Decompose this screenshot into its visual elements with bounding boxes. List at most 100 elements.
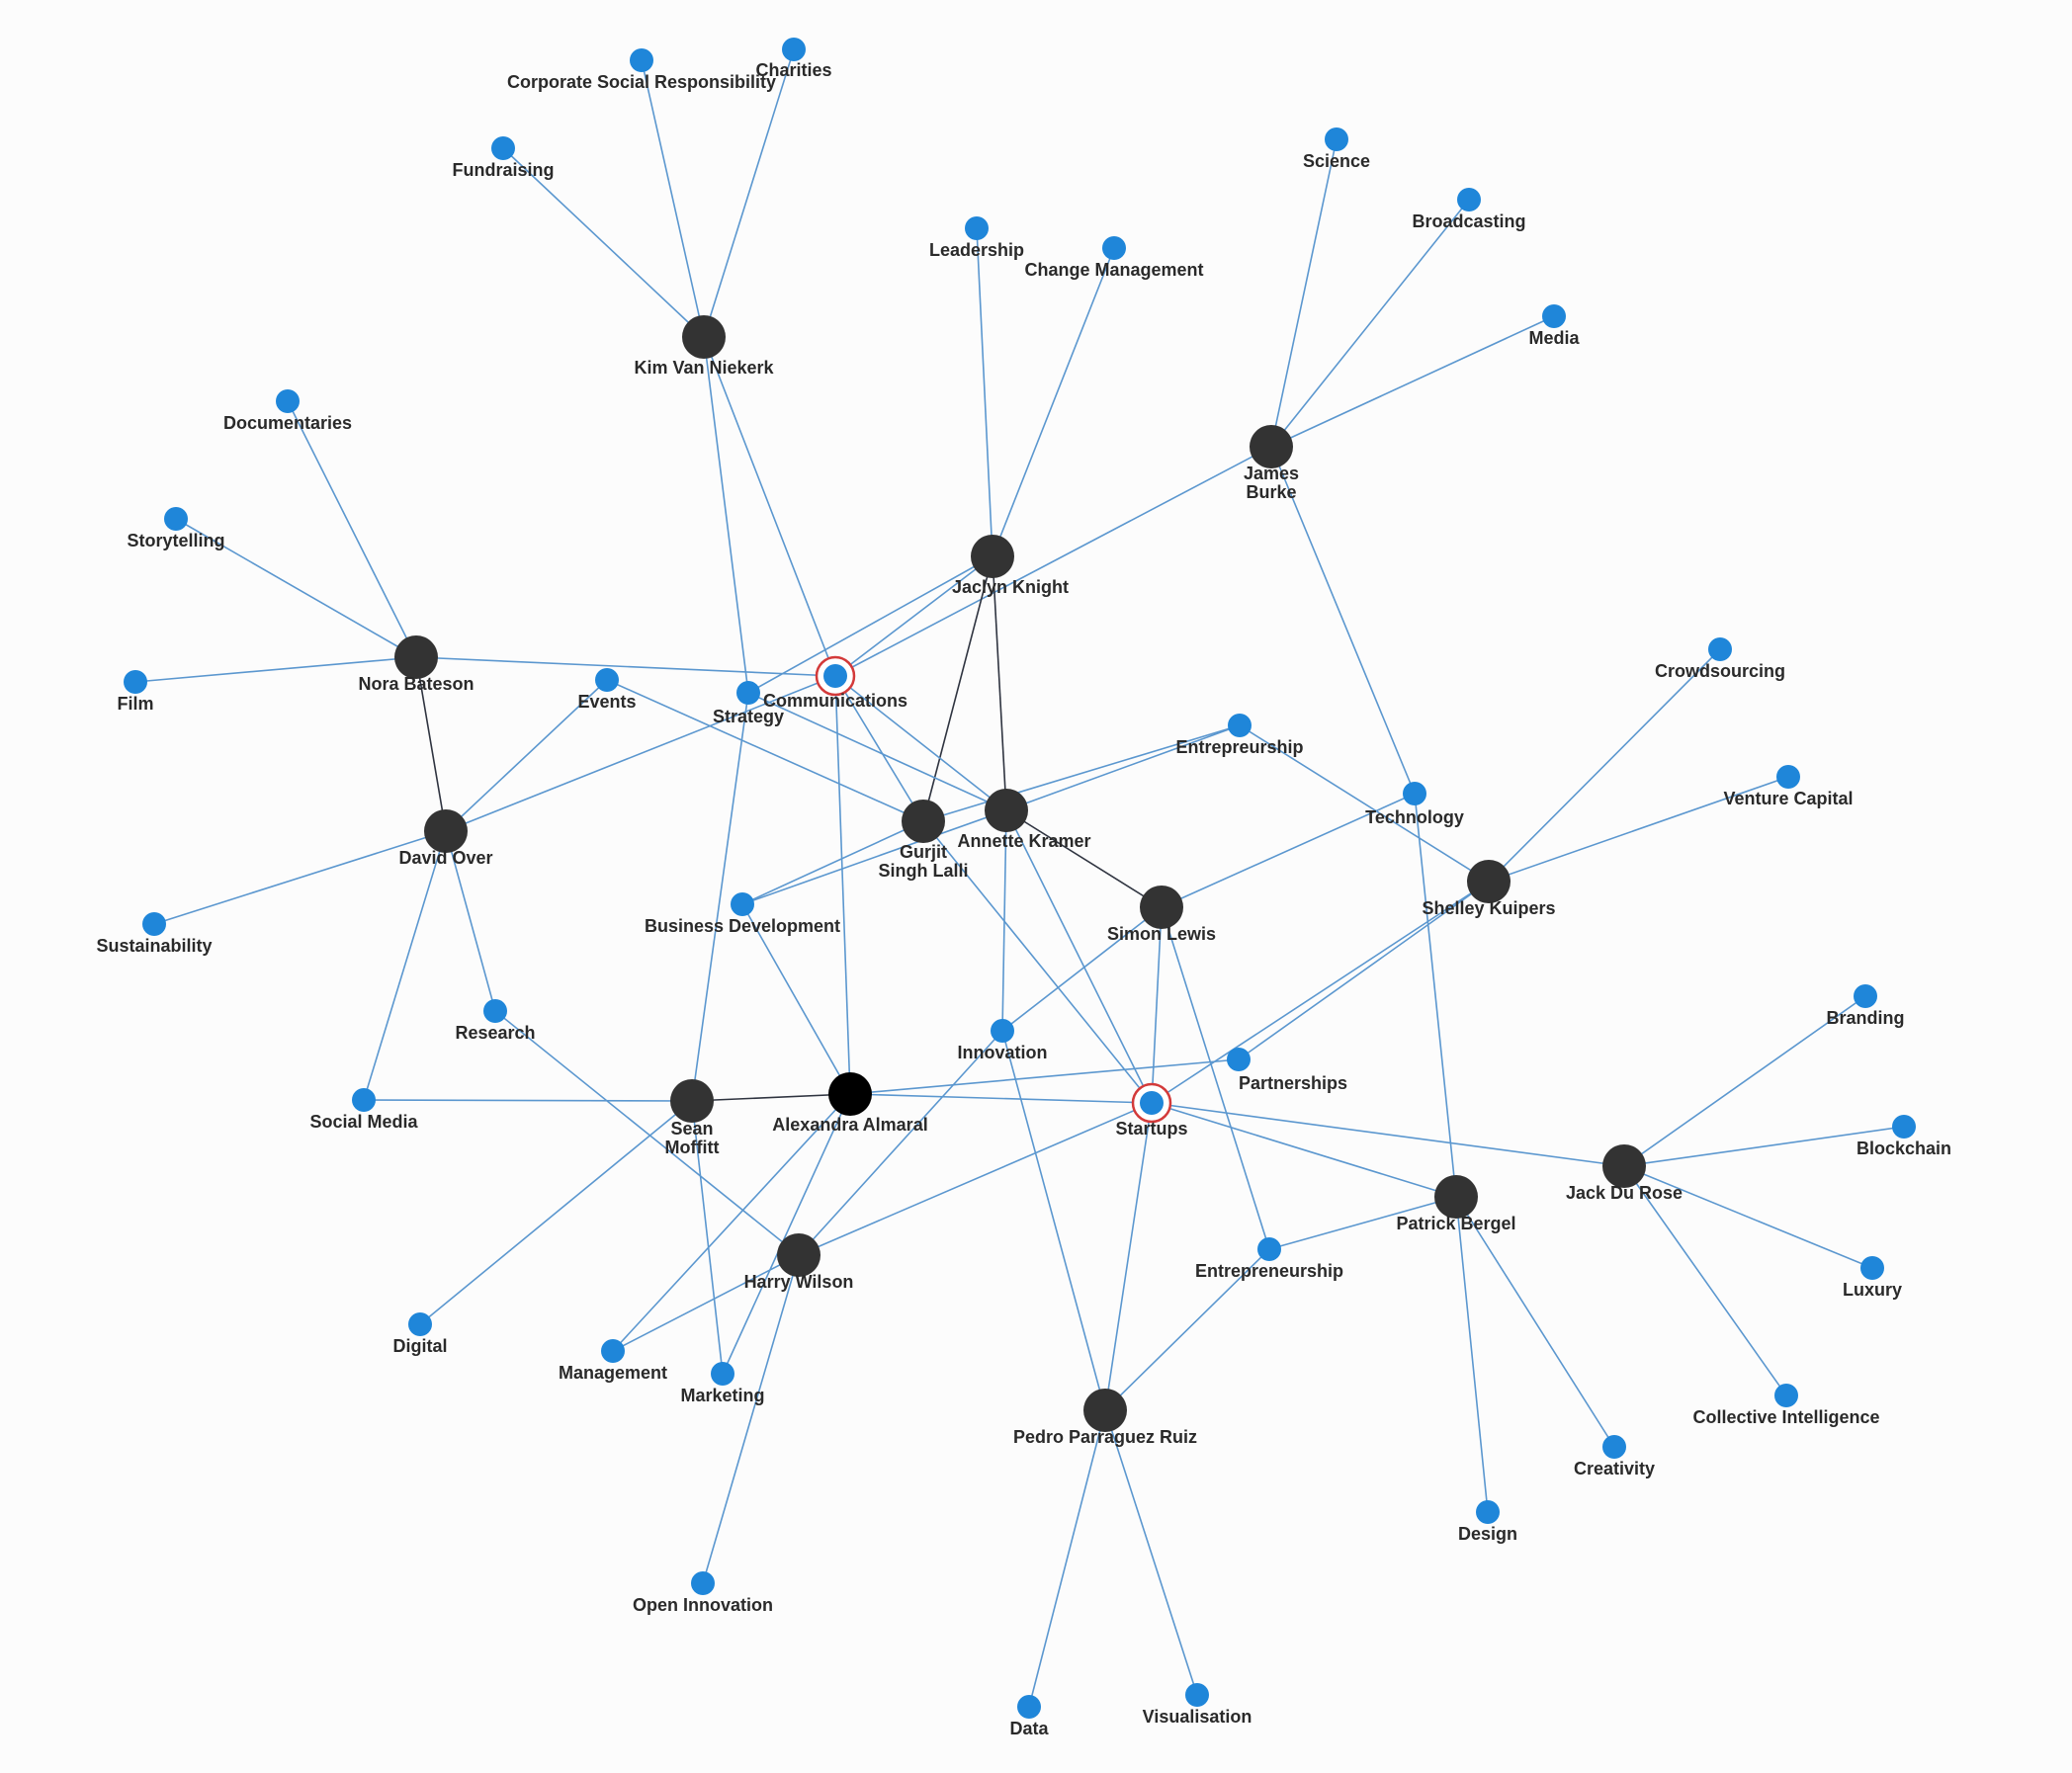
edge-sean-marketing <box>691 1100 724 1375</box>
node-label-simon: Simon Lewis <box>1107 924 1216 944</box>
edge-jaclyn-strategy <box>747 555 993 694</box>
node-label-openinnovation: Open Innovation <box>633 1595 773 1615</box>
edge-shelley-startups <box>1151 881 1490 1104</box>
person-node-pedro[interactable] <box>1083 1389 1127 1432</box>
topic-node-film[interactable] <box>124 670 147 694</box>
node-label-documentaries: Documentaries <box>223 413 352 433</box>
edge-annette-jaclyn <box>992 555 1007 811</box>
node-label-research: Research <box>455 1023 535 1043</box>
node-label-communications: Communications <box>763 691 907 711</box>
topic-node-bizdev[interactable] <box>731 892 754 916</box>
edge-simon-annette <box>1005 809 1163 908</box>
topic-node-media[interactable] <box>1542 304 1566 328</box>
person-node-shelley[interactable] <box>1467 860 1511 903</box>
topic-node-science[interactable] <box>1325 127 1348 151</box>
edge-harry-innovation <box>798 1030 1003 1256</box>
topic-node-communications[interactable] <box>823 664 847 688</box>
topic-node-creativity[interactable] <box>1602 1435 1626 1459</box>
topic-node-visualisation[interactable] <box>1185 1683 1209 1707</box>
edge-sean-alexandra <box>691 1093 851 1102</box>
edge-patrick-technology <box>1414 793 1457 1198</box>
topic-node-leadership[interactable] <box>965 216 989 240</box>
edge-david-sustainability <box>153 830 447 925</box>
topic-node-crowdsourcing[interactable] <box>1708 637 1732 661</box>
topic-node-vc[interactable] <box>1776 765 1800 789</box>
topic-node-digital[interactable] <box>408 1312 432 1336</box>
person-node-kim[interactable] <box>682 315 726 359</box>
topic-node-socialmedia[interactable] <box>352 1088 376 1112</box>
edge-annette-communications <box>834 675 1007 811</box>
node-label-luxury: Luxury <box>1843 1280 1902 1300</box>
topic-node-collective[interactable] <box>1774 1384 1798 1407</box>
node-label-crowdsourcing: Crowdsourcing <box>1655 661 1785 681</box>
topic-node-broadcasting[interactable] <box>1457 188 1481 211</box>
person-node-alexandra[interactable] <box>828 1072 872 1116</box>
topic-node-entrepreneurship[interactable] <box>1257 1237 1281 1261</box>
topic-node-design[interactable] <box>1476 1500 1500 1524</box>
person-node-sean[interactable] <box>670 1079 714 1123</box>
edge-shelley-partnerships <box>1238 881 1490 1060</box>
edge-nora-documentaries <box>287 400 417 658</box>
node-label-media: Media <box>1528 328 1580 348</box>
topic-node-management[interactable] <box>601 1339 625 1363</box>
edge-harry-research <box>494 1010 800 1256</box>
topic-node-fundraising[interactable] <box>491 136 515 160</box>
edge-patrick-startups <box>1151 1102 1457 1198</box>
person-node-gurjit[interactable] <box>902 800 945 843</box>
topic-node-documentaries[interactable] <box>276 389 300 413</box>
topic-node-sustainability[interactable] <box>142 912 166 936</box>
topic-node-blockchain[interactable] <box>1892 1115 1916 1139</box>
edge-kim-charities <box>703 48 795 338</box>
person-node-jaclyn[interactable] <box>971 535 1014 578</box>
edge-sean-digital <box>419 1100 693 1325</box>
topic-node-data[interactable] <box>1017 1695 1041 1719</box>
topic-node-branding[interactable] <box>1854 984 1877 1008</box>
person-node-james[interactable] <box>1250 425 1293 468</box>
person-node-david[interactable] <box>424 809 468 853</box>
node-label-collective: Collective Intelligence <box>1692 1407 1879 1427</box>
topic-node-events[interactable] <box>595 668 619 692</box>
edge-annette-bizdev <box>741 809 1007 905</box>
node-label-data: Data <box>1009 1719 1049 1738</box>
topic-node-entrepreurship[interactable] <box>1228 714 1252 737</box>
edge-simon-technology <box>1161 793 1416 908</box>
topic-node-charities[interactable] <box>782 38 806 61</box>
edge-alexandra-startups <box>849 1093 1153 1104</box>
person-node-annette[interactable] <box>985 789 1028 832</box>
person-node-nora[interactable] <box>394 635 438 679</box>
edge-pedro-data <box>1028 1409 1106 1708</box>
edge-simon-entrepreneurship <box>1161 906 1270 1250</box>
topic-node-csr[interactable] <box>630 48 653 72</box>
person-node-harry[interactable] <box>777 1233 820 1277</box>
node-label-technology: Technology <box>1365 807 1464 827</box>
topic-node-storytelling[interactable] <box>164 507 188 531</box>
edge-patrick-design <box>1455 1196 1489 1513</box>
topic-node-technology[interactable] <box>1403 782 1426 805</box>
edge-shelley-entrepreurship <box>1239 724 1490 883</box>
edge-gurjit-entrepreurship <box>922 724 1241 822</box>
topic-node-change[interactable] <box>1102 236 1126 260</box>
person-node-simon[interactable] <box>1140 886 1183 929</box>
topic-node-innovation[interactable] <box>991 1019 1014 1043</box>
edge-david-research <box>445 830 496 1012</box>
edge-annette-entrepreurship <box>1005 724 1241 811</box>
edge-pedro-innovation <box>1001 1030 1106 1411</box>
node-label-events: Events <box>577 692 636 712</box>
topic-node-marketing[interactable] <box>711 1362 734 1386</box>
person-node-jack[interactable] <box>1602 1144 1646 1188</box>
edge-gurjit-events <box>606 679 924 822</box>
edge-nora-storytelling <box>175 518 417 658</box>
topic-node-luxury[interactable] <box>1860 1256 1884 1280</box>
edge-kim-csr <box>641 59 705 338</box>
edge-jack-collective <box>1623 1165 1787 1396</box>
edge-layer <box>134 48 1905 1708</box>
topic-node-research[interactable] <box>483 999 507 1023</box>
node-label-branding: Branding <box>1827 1008 1905 1028</box>
topic-node-strategy[interactable] <box>736 681 760 705</box>
topic-node-openinnovation[interactable] <box>691 1571 715 1595</box>
topic-node-startups[interactable] <box>1140 1091 1164 1115</box>
topic-node-partnerships[interactable] <box>1227 1048 1251 1071</box>
person-node-patrick[interactable] <box>1434 1175 1478 1219</box>
